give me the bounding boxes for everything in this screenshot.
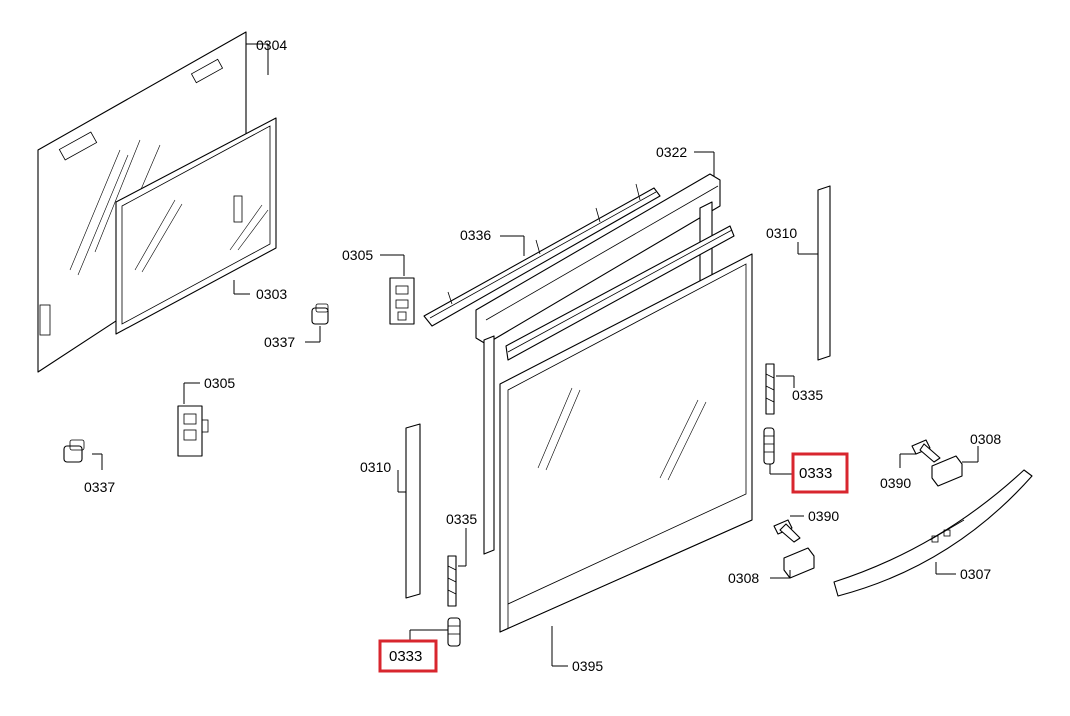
part-0310-strip-left (405, 423, 421, 599)
part-0308-block-lower (783, 547, 815, 579)
part-0307-handle (833, 469, 1033, 597)
label-0390-upper: 0390 (880, 475, 911, 491)
label-0335-left: 0335 (446, 511, 477, 527)
label-0337-lower: 0337 (84, 479, 115, 495)
part-0395-door-panel (499, 253, 753, 633)
label-0303: 0303 (256, 286, 287, 302)
part-0390-bolt-upper (911, 439, 941, 463)
label-0308-lower: 0308 (728, 570, 759, 586)
highlight-box-0333-left (378, 639, 438, 673)
part-0310-strip-horizontal (505, 225, 735, 361)
label-0322: 0322 (656, 144, 687, 160)
part-0390-bolt-lower (773, 519, 801, 543)
part-0305-bracket-upper (389, 277, 415, 325)
label-0390-lower: 0390 (808, 508, 839, 524)
label-0307: 0307 (960, 566, 991, 582)
part-0335-spring-right (765, 363, 775, 415)
part-0333-coil-left (447, 617, 461, 647)
label-0310-left: 0310 (360, 459, 391, 475)
part-0305-bracket-lower (177, 405, 209, 457)
part-0337-knob-lower (63, 439, 85, 463)
part-0303-inner-glass (115, 117, 277, 335)
label-0305-lower: 0305 (204, 375, 235, 391)
label-0310-right: 0310 (766, 225, 797, 241)
label-0308-upper: 0308 (970, 431, 1001, 447)
label-0335-right: 0335 (792, 387, 823, 403)
label-0395: 0395 (572, 658, 603, 674)
label-0336: 0336 (460, 227, 491, 243)
label-0333-right: 0333 (799, 465, 832, 482)
label-0337-upper: 0337 (264, 334, 295, 350)
label-0305-upper: 0305 (342, 247, 373, 263)
part-0333-coil-right (763, 427, 775, 465)
part-0337-knob-upper (311, 303, 329, 325)
part-0335-spring-left (447, 555, 457, 607)
part-0308-block-upper (931, 455, 963, 487)
label-0333-left: 0333 (389, 648, 422, 665)
part-0336-rail (423, 183, 661, 327)
highlight-box-0333-right (791, 452, 849, 494)
part-0310-strip-right (817, 185, 831, 361)
label-0304: 0304 (256, 37, 287, 53)
